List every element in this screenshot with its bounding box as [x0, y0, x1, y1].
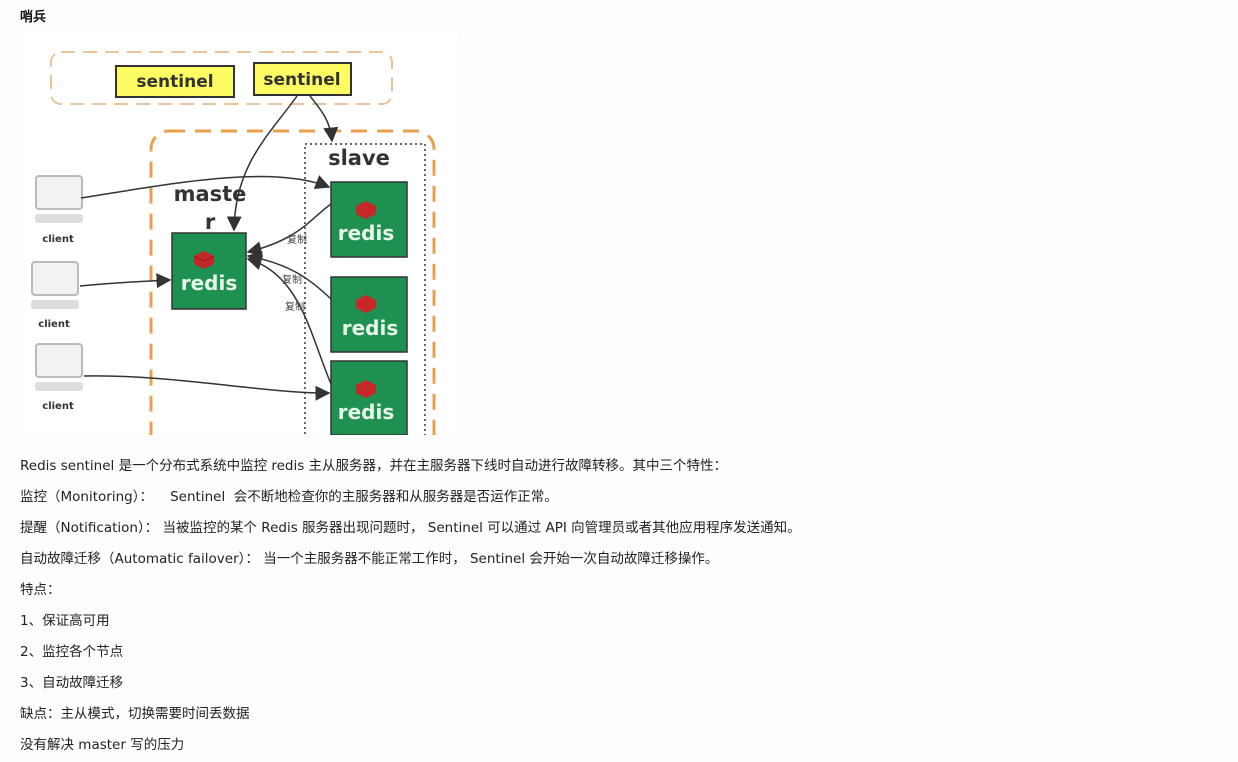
- replication-label: 复制: [282, 273, 302, 286]
- feature-item-1: 1、保证高可用: [20, 613, 110, 629]
- svg-text:sentinel: sentinel: [136, 72, 213, 92]
- svg-text:sentinel: sentinel: [263, 70, 340, 90]
- replication-label: 复制: [285, 300, 305, 313]
- feature-item-3: 3、自动故障迁移: [20, 675, 124, 691]
- drawback-1: 缺点：主从模式，切换需要时间丢数据: [20, 706, 250, 722]
- slave-redis-node-3: redis: [330, 360, 408, 436]
- client-1: client: [35, 175, 83, 245]
- svg-text:redis: redis: [342, 316, 399, 340]
- connection-arrows: [79, 95, 339, 401]
- redis-logo-icon: [356, 201, 376, 219]
- svg-text:client: client: [38, 319, 70, 330]
- redis-logo-icon: [356, 380, 376, 398]
- feature-monitoring: 监控（Monitoring）： Sentinel 会不断地检查你的主服务器和从服…: [20, 489, 558, 505]
- svg-text:redis: redis: [338, 221, 395, 245]
- svg-text:client: client: [42, 234, 74, 245]
- section-title: 哨兵: [20, 10, 47, 25]
- features-heading: 特点：: [20, 582, 61, 598]
- computer-icon: [35, 175, 83, 223]
- client-3: client: [35, 343, 83, 412]
- master-redis-node: redis: [171, 232, 247, 310]
- sentinel-node-1: sentinel: [115, 65, 235, 98]
- slave-redis-node-2: redis: [330, 276, 408, 353]
- replication-label: 复制: [287, 233, 307, 246]
- sentinel-node-2: sentinel: [253, 62, 352, 96]
- svg-text:client: client: [42, 401, 74, 412]
- master-label: maste: [174, 182, 247, 206]
- redis-logo-icon: [356, 295, 376, 313]
- svg-text:redis: redis: [181, 271, 238, 295]
- feature-item-2: 2、监控各个节点: [20, 644, 124, 660]
- client-2: client: [31, 261, 79, 330]
- svg-text:redis: redis: [338, 400, 395, 424]
- intro-paragraph: Redis sentinel 是一个分布式系统中监控 redis 主从服务器，并…: [20, 458, 728, 474]
- sentinel-group-box: [50, 51, 393, 105]
- computer-icon: [31, 261, 79, 309]
- drawback-2: 没有解决 master 写的压力: [20, 737, 185, 753]
- redis-logo-icon: [193, 251, 215, 269]
- slave-redis-node-1: redis: [330, 181, 408, 258]
- master-label-wrap: r: [205, 210, 216, 234]
- feature-notification: 提醒（Notification）： 当被监控的某个 Redis 服务器出现问题时…: [20, 520, 801, 536]
- feature-failover: 自动故障迁移（Automatic failover）： 当一个主服务器不能正常工…: [20, 551, 719, 567]
- computer-icon: [35, 343, 83, 391]
- slave-label: slave: [328, 146, 390, 170]
- sentinel-architecture-diagram: sentinel sentinel slave maste r redis re…: [20, 34, 458, 453]
